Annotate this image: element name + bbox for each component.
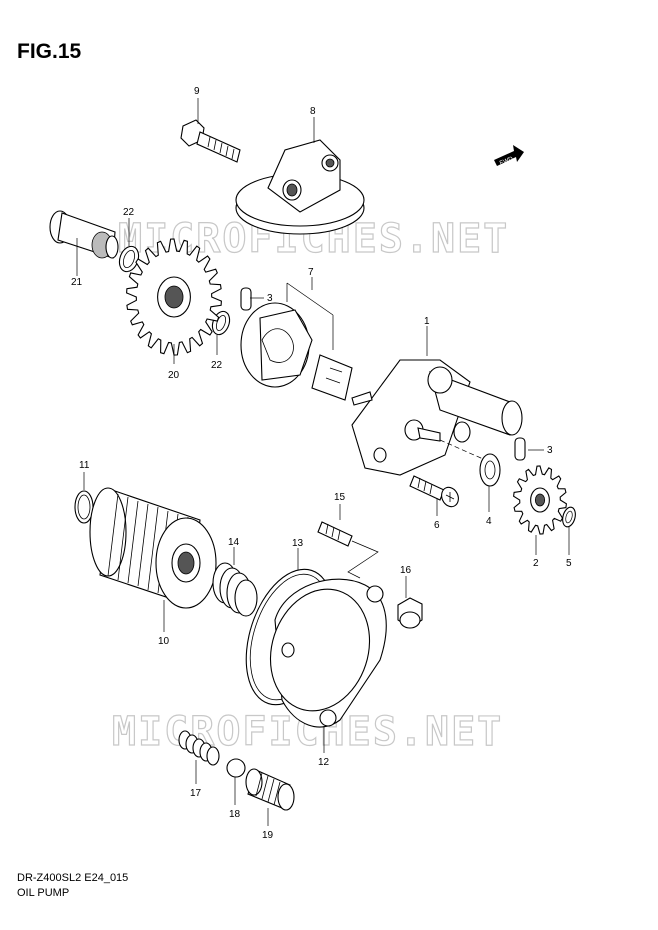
callout-19: 19 xyxy=(262,830,274,841)
rotor-set-7 xyxy=(240,302,353,401)
callout-18: 18 xyxy=(229,809,241,820)
callout-8: 8 xyxy=(310,106,316,117)
circlip-22-upper xyxy=(118,245,140,273)
fwd-label: FWD xyxy=(499,156,515,167)
callout-2: 2 xyxy=(533,558,539,569)
callout-6: 6 xyxy=(434,520,440,531)
fwd-arrow-icon: FWD xyxy=(494,145,524,167)
callout-17: 17 xyxy=(190,788,202,799)
callout-3-upper: 3 xyxy=(267,293,273,304)
drive-gear-20 xyxy=(126,238,222,356)
circlip-5 xyxy=(562,506,576,528)
figure-title: FIG.15 xyxy=(17,40,82,63)
callout-9: 9 xyxy=(194,86,200,97)
spring-17 xyxy=(178,730,220,766)
callout-22-lower: 22 xyxy=(211,360,223,371)
callout-3-lower: 3 xyxy=(547,445,553,456)
callout-12: 12 xyxy=(318,757,330,768)
stud-15 xyxy=(317,521,379,579)
pump-body-1 xyxy=(351,359,523,476)
callout-20: 20 xyxy=(168,370,180,381)
cap-nut-16 xyxy=(397,597,423,629)
shaft-21 xyxy=(49,210,119,259)
o-ring-11 xyxy=(74,490,94,524)
callout-22-upper: 22 xyxy=(123,207,135,218)
spring-14 xyxy=(212,562,258,617)
assembly-name: OIL PUMP xyxy=(17,887,70,899)
leader-lines xyxy=(76,98,570,826)
pin-3-upper xyxy=(240,287,252,311)
callout-11: 11 xyxy=(79,460,90,471)
callout-labels: 9 8 22 21 3 7 1 3 20 22 4 6 2 5 11 10 14… xyxy=(71,86,572,841)
driven-gear-2 xyxy=(513,465,567,535)
callout-21: 21 xyxy=(71,277,83,288)
callout-13: 13 xyxy=(292,538,304,549)
model-code: DR-Z400SL2 E24_015 xyxy=(17,872,129,884)
callout-15: 15 xyxy=(334,492,346,503)
callout-14: 14 xyxy=(228,537,240,548)
callout-4: 4 xyxy=(486,516,492,527)
screw-6 xyxy=(409,475,459,508)
callout-7: 7 xyxy=(308,267,314,278)
ball-18 xyxy=(226,758,246,778)
filter-cap-12 xyxy=(269,578,387,728)
pin-3-lower xyxy=(514,437,526,461)
washer-4 xyxy=(479,453,501,487)
callout-16: 16 xyxy=(400,565,412,576)
callout-1: 1 xyxy=(424,316,430,327)
plug-19 xyxy=(245,768,295,811)
pump-cover-8 xyxy=(235,139,365,235)
bolt-9 xyxy=(180,119,241,163)
oil-filter-10 xyxy=(89,487,217,609)
callout-5: 5 xyxy=(566,558,572,569)
callout-10: 10 xyxy=(158,636,170,647)
